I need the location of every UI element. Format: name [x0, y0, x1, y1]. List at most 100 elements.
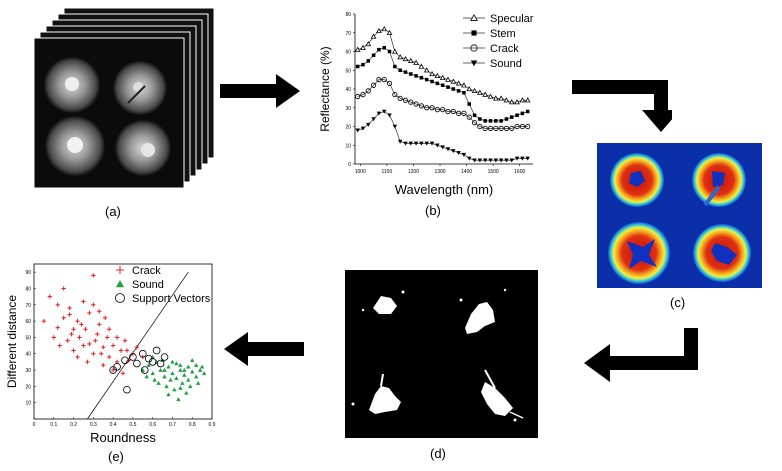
- y-tick-label: 80: [345, 12, 351, 18]
- data-point: [110, 343, 116, 348]
- y-tick-label: 20: [25, 384, 31, 390]
- data-point: [195, 380, 201, 385]
- data-point: [419, 141, 424, 146]
- data-point: [409, 72, 413, 76]
- data-point: [103, 315, 108, 321]
- data-point: [466, 114, 472, 120]
- data-point: [67, 305, 72, 311]
- data-point: [525, 123, 531, 130]
- data-point: [91, 351, 96, 356]
- data-point: [514, 156, 520, 161]
- data-point: [519, 123, 525, 130]
- data-point: [376, 27, 382, 34]
- data-point: [382, 109, 387, 114]
- data-point: [85, 359, 90, 365]
- series-support-vectors: [109, 346, 169, 394]
- data-point: [487, 93, 494, 99]
- data-point: [408, 99, 414, 105]
- data-point: [77, 335, 82, 340]
- data-point: [129, 353, 137, 361]
- data-point: [472, 113, 477, 118]
- data-point: [456, 89, 461, 93]
- data-point: [146, 362, 151, 367]
- data-point: [451, 149, 456, 154]
- data-point: [71, 348, 76, 353]
- data-point: [429, 70, 435, 77]
- x-tick-label: 0.2: [70, 422, 77, 428]
- data-point: [446, 85, 450, 89]
- data-point: [371, 53, 376, 58]
- data-point: [477, 158, 483, 163]
- data-point: [408, 141, 413, 146]
- data-point: [397, 139, 403, 144]
- data-point: [355, 93, 361, 100]
- series-specular: [354, 25, 531, 105]
- data-point: [429, 105, 435, 111]
- y-tick-label: 10: [25, 401, 31, 407]
- data-point: [418, 63, 425, 69]
- data-point: [450, 108, 456, 115]
- image-stack-graphic: [33, 7, 215, 189]
- data-point: [407, 57, 414, 64]
- data-point: [504, 117, 509, 121]
- data-point: [503, 97, 510, 103]
- data-point: [124, 348, 130, 353]
- data-point: [424, 77, 429, 82]
- data-point: [355, 64, 360, 69]
- data-point: [106, 327, 112, 332]
- panel-a-image-stack: [30, 7, 215, 193]
- data-point: [180, 380, 185, 385]
- x-tick-label: 1300: [434, 169, 445, 175]
- data-point: [524, 97, 531, 103]
- data-point: [365, 40, 372, 47]
- data-point: [493, 125, 499, 131]
- data-point: [123, 385, 131, 394]
- data-point: [101, 362, 106, 368]
- data-point: [162, 374, 167, 379]
- data-point: [152, 346, 161, 355]
- data-point: [498, 158, 504, 163]
- data-point: [360, 92, 366, 98]
- y-axis-label: Different distance: [5, 295, 19, 388]
- data-point: [376, 111, 382, 116]
- data-point: [382, 45, 386, 50]
- data-point: [121, 356, 129, 365]
- label-a: (a): [105, 204, 121, 219]
- x-tick-label: 1500: [488, 169, 499, 175]
- data-point: [509, 115, 514, 119]
- data-point: [525, 109, 530, 114]
- panel-c-heatmap: [597, 143, 762, 288]
- data-point: [164, 384, 169, 389]
- data-point: [188, 384, 193, 389]
- data-point: [355, 128, 360, 133]
- data-point: [445, 76, 451, 82]
- data-point: [201, 371, 207, 376]
- data-point: [174, 376, 179, 380]
- data-point: [397, 54, 404, 60]
- data-point: [377, 47, 381, 52]
- data-point: [419, 75, 424, 80]
- x-tick-label: 0.1: [50, 422, 57, 428]
- data-point: [467, 156, 472, 161]
- series-crack: [41, 273, 145, 376]
- data-point: [133, 359, 141, 368]
- data-point: [178, 362, 183, 367]
- data-point: [509, 158, 514, 163]
- legend-label-support-vectors: Support Vectors: [132, 293, 211, 305]
- data-point: [440, 83, 445, 88]
- data-point: [520, 111, 525, 116]
- data-point: [456, 150, 461, 155]
- data-point: [424, 141, 429, 146]
- data-point: [366, 59, 371, 63]
- data-point: [498, 95, 504, 101]
- legend-label-sound: Sound: [132, 279, 164, 291]
- data-point: [110, 367, 116, 373]
- data-point: [186, 364, 191, 369]
- x-tick-label: 1000: [355, 169, 366, 175]
- data-point: [514, 99, 520, 105]
- data-point: [434, 72, 441, 79]
- data-point: [118, 348, 124, 353]
- series-line: [357, 111, 528, 161]
- data-point: [445, 147, 451, 152]
